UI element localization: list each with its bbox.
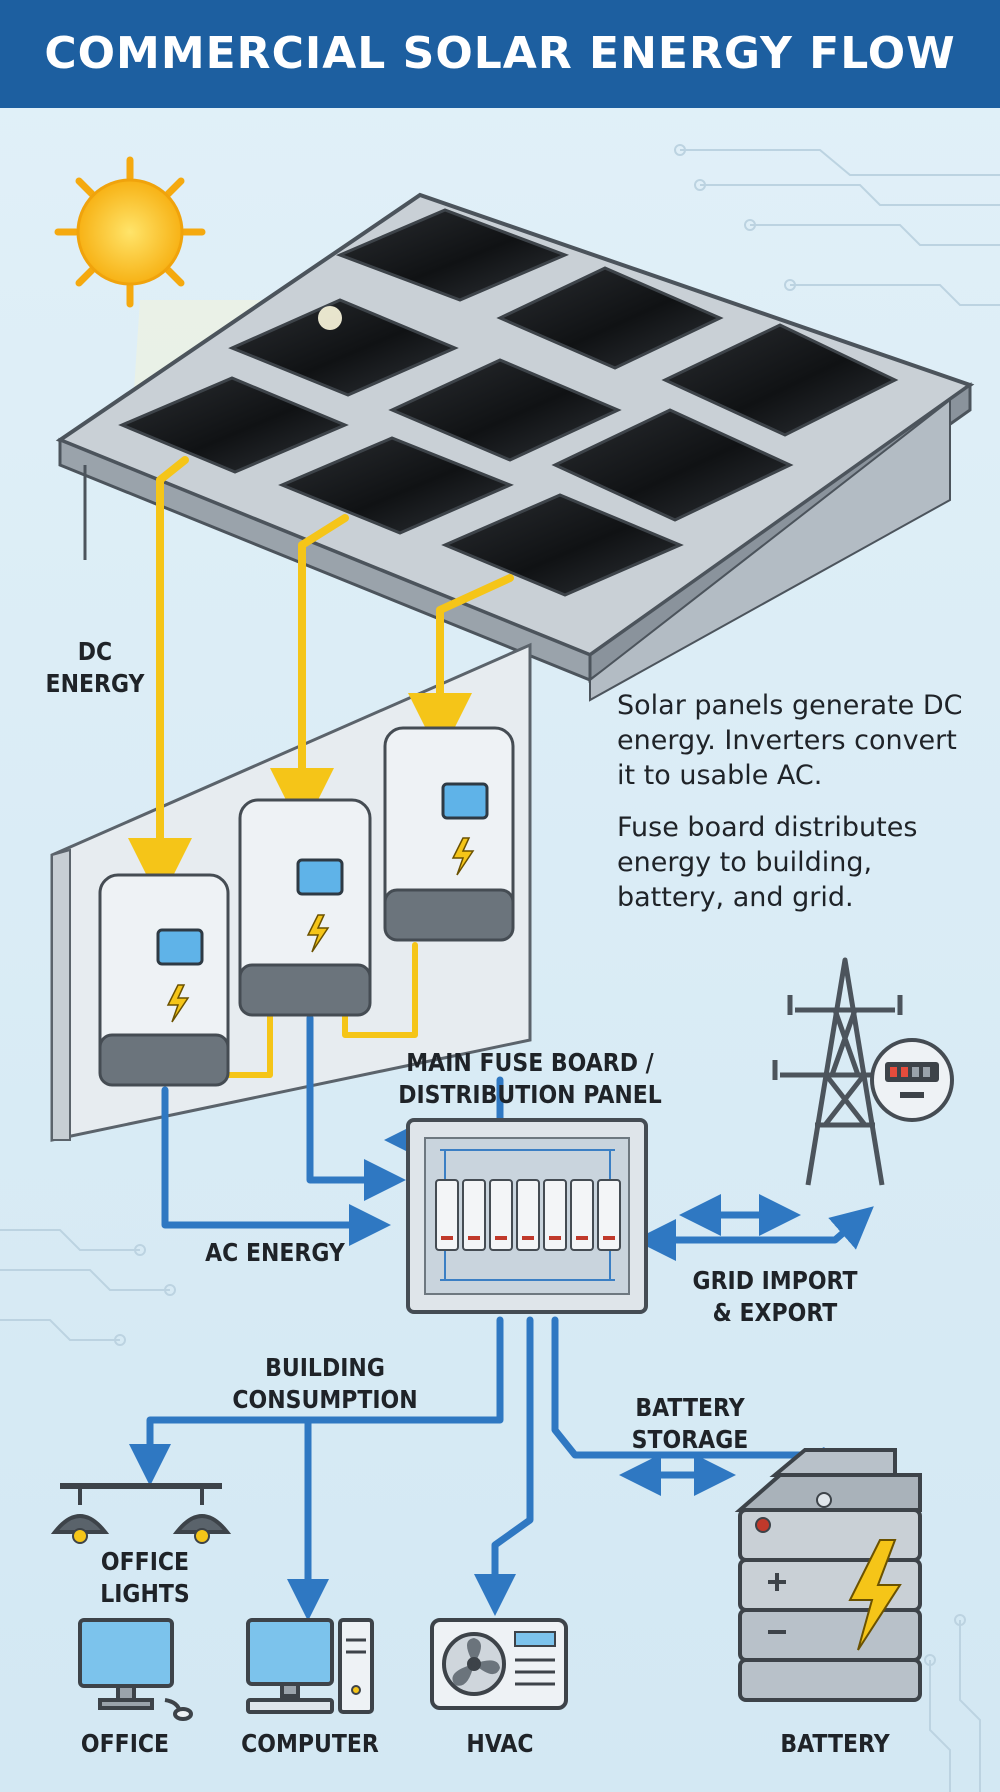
header-bar (0, 0, 1000, 108)
lightning-icon (451, 837, 475, 876)
dc-energy-label: DC ENERGY (45, 637, 145, 698)
desktop-computer-icon (246, 1618, 374, 1714)
circuit-decoration (0, 144, 1000, 1792)
solar-panel (228, 298, 459, 397)
meter-icon (870, 1038, 954, 1122)
solar-panel (118, 376, 349, 474)
solar-panel (441, 493, 684, 597)
battery-icon (734, 1448, 922, 1702)
solar-panel (496, 266, 724, 370)
lightning-icon (848, 1539, 902, 1651)
fuse-board-label: MAIN FUSE BOARD / DISTRIBUTION PANEL (398, 1048, 662, 1109)
solar-panel (278, 436, 514, 535)
computer-label: COMPUTER (241, 1729, 379, 1758)
lightning-icon (306, 914, 330, 953)
battery-storage-label: BATTERY STORAGE (631, 1393, 749, 1454)
inverter (238, 798, 372, 1017)
description-paragraph-1: Solar panels generate DC energy. Inverte… (617, 690, 963, 791)
diagram-canvas (0, 144, 1000, 1792)
solar-panel (551, 408, 794, 522)
battery-label: BATTERY (780, 1729, 890, 1758)
office-label: OFFICE (80, 1729, 170, 1758)
lightning-icon (166, 984, 190, 1023)
solar-panel (388, 358, 622, 462)
solar-panel (335, 208, 570, 302)
fuse-board (406, 1118, 648, 1314)
hvac-label: HVAC (466, 1729, 534, 1758)
solar-panel (661, 323, 899, 437)
description-paragraph-2: Fuse board distributes energy to buildin… (617, 812, 918, 913)
monitor-icon (78, 1618, 193, 1721)
building-consumption-label: BUILDING CONSUMPTION (232, 1353, 418, 1414)
ac-energy-label: AC ENERGY (205, 1238, 345, 1267)
pendant-lamp-icon (50, 1483, 232, 1544)
inverter (383, 726, 515, 942)
solar-panel-array (118, 208, 899, 597)
page-title: COMMERCIAL SOLAR ENERGY FLOW (44, 28, 956, 79)
office-lights-label: OFFICE LIGHTS (100, 1547, 190, 1608)
hvac-unit (430, 1618, 568, 1710)
grid-label: GRID IMPORT & EXPORT (692, 1266, 858, 1327)
inverter (98, 873, 230, 1087)
